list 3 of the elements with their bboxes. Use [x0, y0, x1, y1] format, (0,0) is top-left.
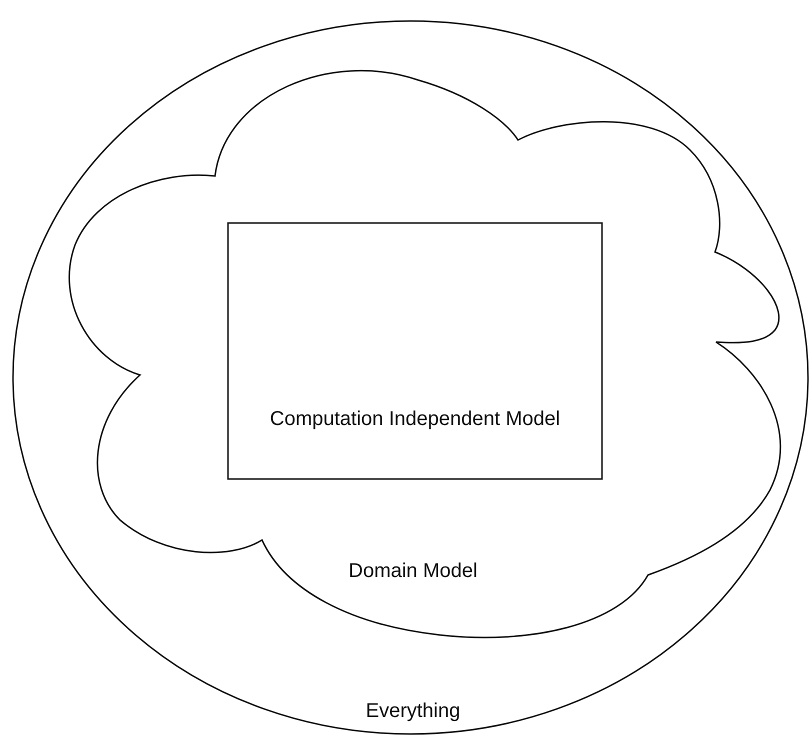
- region-label: Domain Model: [348, 559, 478, 584]
- region-label: Everything: [364, 699, 462, 724]
- region-label: Computation Independent Model: [268, 407, 562, 432]
